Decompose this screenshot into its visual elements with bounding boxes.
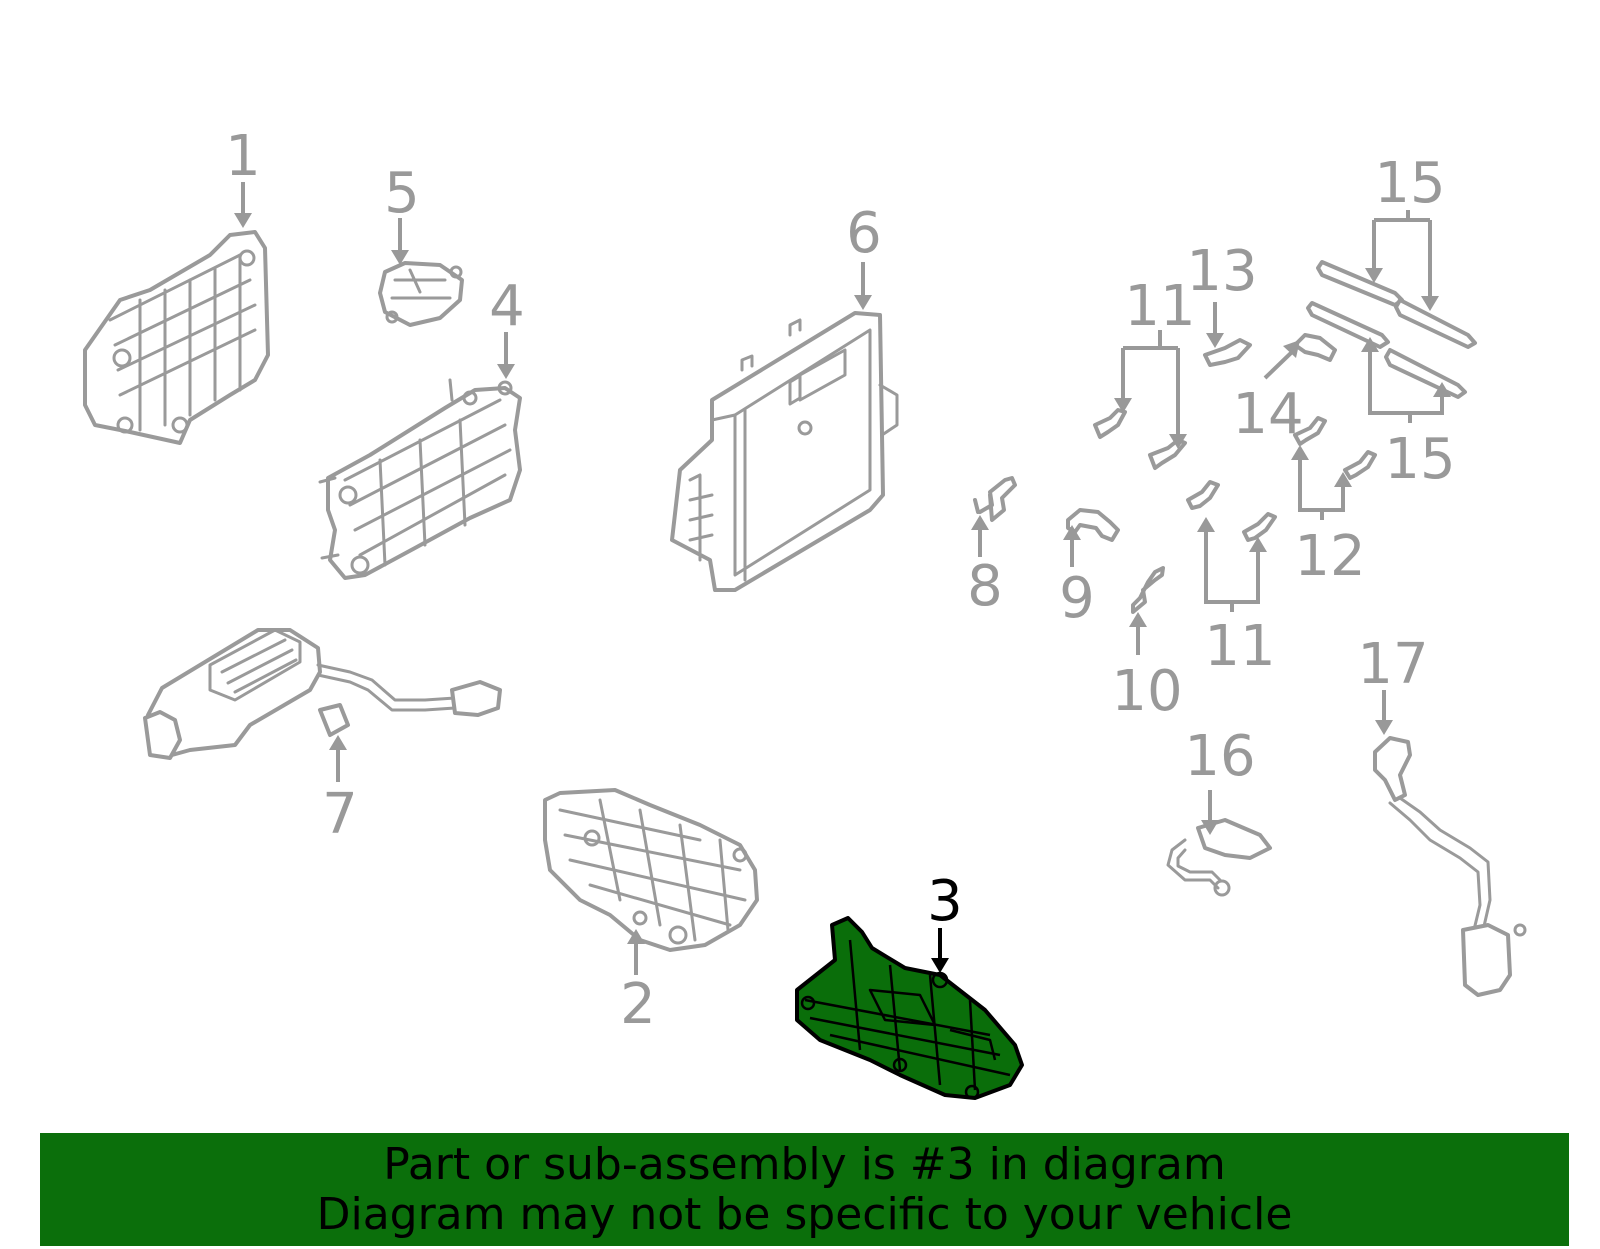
info-banner: Part or sub-assembly is #3 in diagram Di…: [40, 1133, 1569, 1246]
part-13-drawing[interactable]: [1203, 338, 1252, 367]
callout-12: 12: [1294, 524, 1365, 589]
callout-10: 10: [1111, 659, 1182, 724]
callout-8: 8: [967, 554, 1003, 619]
callout-11-upper: 11: [1124, 274, 1195, 339]
part-7-drawing[interactable]: [143, 628, 502, 760]
callout-17: 17: [1357, 632, 1428, 697]
part-11-lower-drawing[interactable]: [1186, 480, 1277, 542]
callout-11-lower: 11: [1204, 614, 1275, 679]
part-15-upper-drawing[interactable]: [1316, 260, 1477, 349]
callout-9: 9: [1059, 566, 1095, 631]
part-12-drawing[interactable]: [1293, 416, 1377, 480]
callout-1: 1: [225, 124, 261, 189]
part-5-drawing[interactable]: [378, 261, 464, 327]
callout-6: 6: [846, 201, 882, 266]
part-3-drawing-highlighted[interactable]: [795, 916, 1024, 1100]
part-11-upper-drawing[interactable]: [1093, 408, 1187, 470]
callout-5: 5: [384, 161, 420, 226]
part-1-drawing[interactable]: [83, 230, 270, 445]
banner-line-part: Part or sub-assembly is #3 in diagram: [383, 1138, 1226, 1190]
part-16-drawing[interactable]: [1166, 818, 1272, 897]
callout-15-upper: 15: [1374, 151, 1445, 216]
callout-15-lower: 15: [1384, 427, 1455, 492]
part-17-drawing[interactable]: [1373, 736, 1527, 997]
callout-14: 14: [1232, 382, 1303, 447]
callout-4: 4: [489, 274, 525, 339]
callout-7: 7: [322, 782, 358, 847]
part-14-drawing[interactable]: [1293, 333, 1337, 362]
callout-13: 13: [1186, 239, 1257, 304]
part-2-drawing[interactable]: [543, 788, 759, 952]
part-15-lower-drawing[interactable]: [1306, 301, 1467, 399]
part-10-drawing[interactable]: [1131, 566, 1165, 614]
part-6-drawing[interactable]: [670, 311, 899, 592]
part-8-drawing[interactable]: [973, 476, 1017, 522]
part-4-drawing[interactable]: [318, 378, 522, 580]
callout-3: 3: [927, 869, 963, 934]
callout-2: 2: [620, 972, 656, 1037]
callout-16: 16: [1184, 724, 1255, 789]
banner-line-disclaimer: Diagram may not be specific to your vehi…: [316, 1188, 1293, 1240]
